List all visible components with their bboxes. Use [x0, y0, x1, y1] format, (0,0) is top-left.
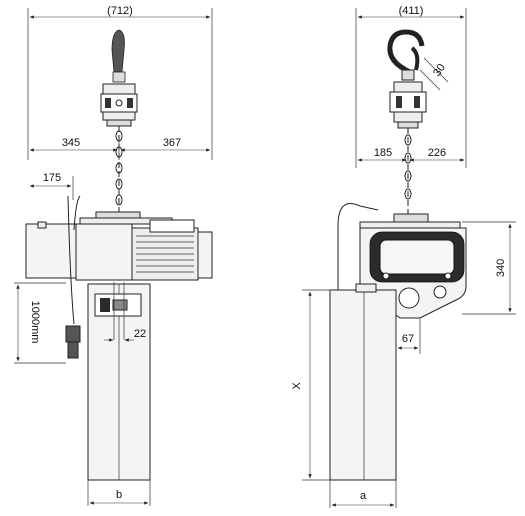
side-left-half-label: 185 — [374, 147, 392, 159]
front-control-cable — [65, 195, 81, 359]
front-chain-offset-label: 22 — [134, 328, 146, 340]
front-load-chain — [115, 126, 123, 228]
side-overall-width-label: (411) — [399, 5, 424, 17]
side-top-suspension-block — [389, 81, 427, 129]
side-container-height-label: X — [291, 382, 303, 390]
side-right-half-label: 226 — [428, 147, 446, 159]
front-top-suspension-block — [100, 83, 138, 127]
front-cable-length-label: 1000mm — [29, 301, 41, 344]
side-lug-offset-label: 67 — [402, 333, 414, 345]
side-view: (411) 30 185 — [291, 5, 516, 508]
front-top-hook — [111, 29, 126, 83]
side-chain-container — [329, 283, 397, 481]
side-height-label: 340 — [495, 259, 507, 277]
front-chain-container — [87, 282, 151, 481]
side-container-width-label: a — [360, 490, 367, 502]
side-hook-size-label: 30 — [431, 62, 448, 79]
front-right-half-label: 367 — [163, 137, 181, 149]
front-left-half-label: 345 — [62, 137, 80, 149]
front-control-offset-label: 175 — [43, 172, 61, 184]
side-load-chain — [404, 128, 412, 222]
side-top-hook — [387, 29, 425, 81]
front-overall-width-label: (712) — [107, 5, 133, 17]
front-container-width-label: b — [116, 489, 122, 501]
front-hoist-body — [25, 211, 213, 281]
front-view: (712) 345 367 — [14, 5, 213, 506]
